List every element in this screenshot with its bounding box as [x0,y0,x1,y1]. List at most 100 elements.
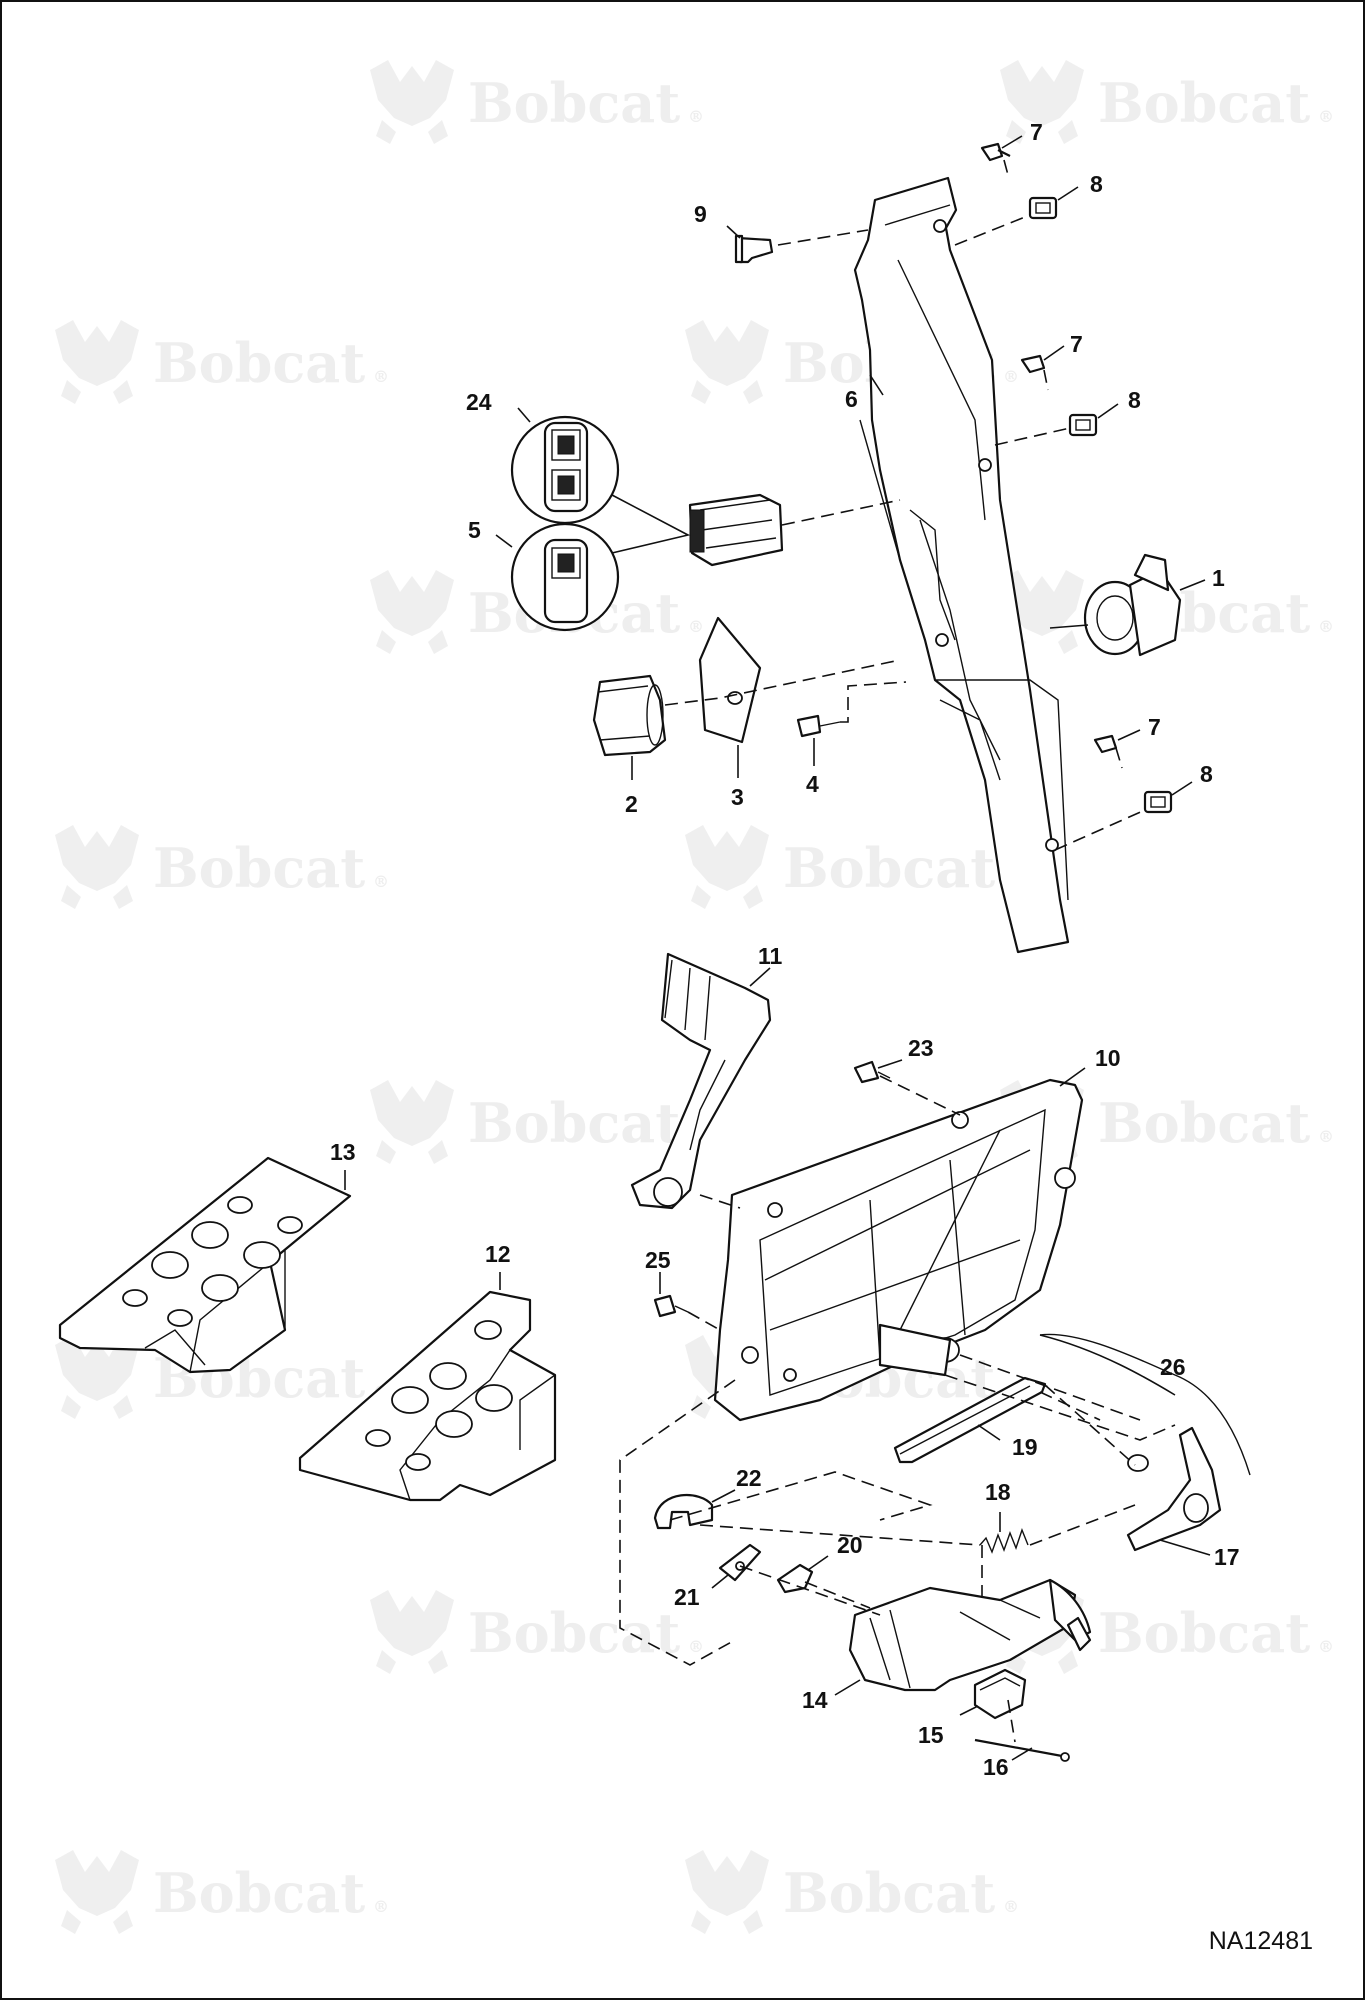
callout-24: 24 [466,389,492,415]
callout-22: 22 [736,1465,762,1491]
callout-23: 23 [908,1035,934,1061]
watermark-registered-mark: ® [1003,367,1019,386]
watermark-registered-mark: ® [1318,107,1334,126]
callout-21: 21 [674,1584,700,1610]
watermark-brand-text: Bobcat [783,1861,995,1925]
callout-11: 11 [758,943,783,969]
bobcat-logo-icon [370,1080,454,1164]
bobcat-watermark: Bobcat ® [370,60,704,144]
watermark-brand-text: Bobcat [153,331,365,395]
switch-detail-24 [510,415,620,525]
bobcat-watermark: Bobcat ® [1000,1080,1334,1164]
callout-5: 5 [468,517,481,543]
callout-1: 1 [1212,565,1225,591]
watermark-brand-text: Bobcat [468,1601,680,1665]
watermark-brand-text: Bobcat [1098,71,1310,135]
callout-7c: 7 [1148,714,1161,740]
callout-4: 4 [806,771,819,797]
callout-17: 17 [1214,1544,1240,1570]
bobcat-watermark: Bobcat ® [1000,60,1334,144]
footplate-part-13 [58,1156,352,1374]
bobcat-watermark: Bobcat ® [55,825,389,909]
watermark-brand-text: Bobcat [468,1091,680,1155]
callout-8a: 8 [1090,171,1103,197]
lower-assembly [58,952,1251,1762]
watermark-brand-text: Bobcat [1098,1091,1310,1155]
callout-9: 9 [694,201,707,227]
nut-part-8-top [1028,196,1058,220]
bobcat-logo-icon [370,60,454,144]
nut-part-8-mid [1068,413,1098,437]
watermark-registered-mark: ® [373,1897,389,1916]
leader-lines [344,135,1211,1761]
bobcat-watermark: Bobcat® [55,1850,389,1934]
callout-7a: 7 [1030,119,1043,145]
watermark-registered-mark: ® [1318,1637,1334,1656]
pin-part-9 [734,234,774,264]
switch-part-15 [973,1668,1027,1720]
watermark-brand-text: Bobcat [153,836,365,900]
sensor-part-1 [1049,553,1182,657]
bushing-part-21 [718,1543,762,1582]
bolt-part-7-low [1093,734,1118,754]
pedal-housing-part-10 [713,1078,1084,1422]
watermark-registered-mark: ® [1318,617,1334,636]
callout-25: 25 [645,1247,671,1273]
bobcat-watermark: Bobcat ® [370,1590,704,1674]
callout-3: 3 [731,784,744,810]
watermark-brand-text: Bobcat [783,836,995,900]
callout-14: 14 [802,1687,828,1713]
bolt-part-25 [653,1294,689,1318]
spring-part-18 [979,1527,1029,1554]
bobcat-logo-icon [55,320,139,404]
callout-15: 15 [918,1722,944,1748]
bobcat-logo-icon [685,1850,769,1934]
nut-part-8-low [1143,790,1173,814]
callout-18: 18 [985,1479,1011,1505]
switch-module-part [688,493,784,567]
watermark-registered-mark: ® [1318,1127,1334,1146]
bobcat-watermark: Bobcat ® [55,320,389,404]
watermark-registered-mark: ® [688,1637,704,1656]
pedal-part-14 [848,1578,1092,1692]
callout-8c: 8 [1200,761,1213,787]
callout-labels: 1 2 3 4 5 6 7 7 7 8 8 8 9 10 11 12 13 14… [330,119,1240,1780]
callout-19: 19 [1012,1434,1038,1460]
bobcat-logo-icon [55,1850,139,1934]
screw-part-4 [796,714,841,738]
callout-13: 13 [330,1139,356,1165]
bolt-part-23 [853,1060,891,1084]
watermark-registered-mark: ® [688,107,704,126]
callout-26: 26 [1160,1354,1186,1380]
callout-2: 2 [625,791,638,817]
bobcat-watermark: Bobcat® [685,825,1019,909]
bobcat-watermark: Bobcat® [685,1850,1019,1934]
watermark-brand-text: Bobcat [468,71,680,135]
bolt-part-7-mid [1020,354,1046,374]
column-bracket-part [853,176,1070,954]
callout-8b: 8 [1128,387,1141,413]
watermark-registered-mark: ® [688,617,704,636]
clip-part-22 [653,1493,714,1530]
bobcat-logo-icon [370,1590,454,1674]
bushing-part-20 [776,1563,814,1594]
footplate-part-12 [298,1290,557,1502]
callout-7b: 7 [1070,331,1083,357]
callout-10: 10 [1095,1045,1121,1071]
bobcat-watermark: Bobcat ® [1000,1590,1334,1674]
watermark-registered-mark: ® [373,872,389,891]
bobcat-watermark: Bobcat® [370,1080,704,1164]
knob-part-2 [592,674,667,757]
upper-assembly [510,142,1182,954]
lever-part-17 [1126,1426,1222,1552]
pin-part-16 [974,1738,1070,1762]
bobcat-logo-icon [55,825,139,909]
bolt-part-7-top [980,142,1011,162]
bobcat-logo-icon [685,320,769,404]
watermark-registered-mark: ® [373,367,389,386]
watermark-brand-text: Bobcat [1098,1601,1310,1665]
callout-12: 12 [485,1241,511,1267]
switch-detail-5 [510,522,620,632]
bobcat-logo-icon [370,570,454,654]
